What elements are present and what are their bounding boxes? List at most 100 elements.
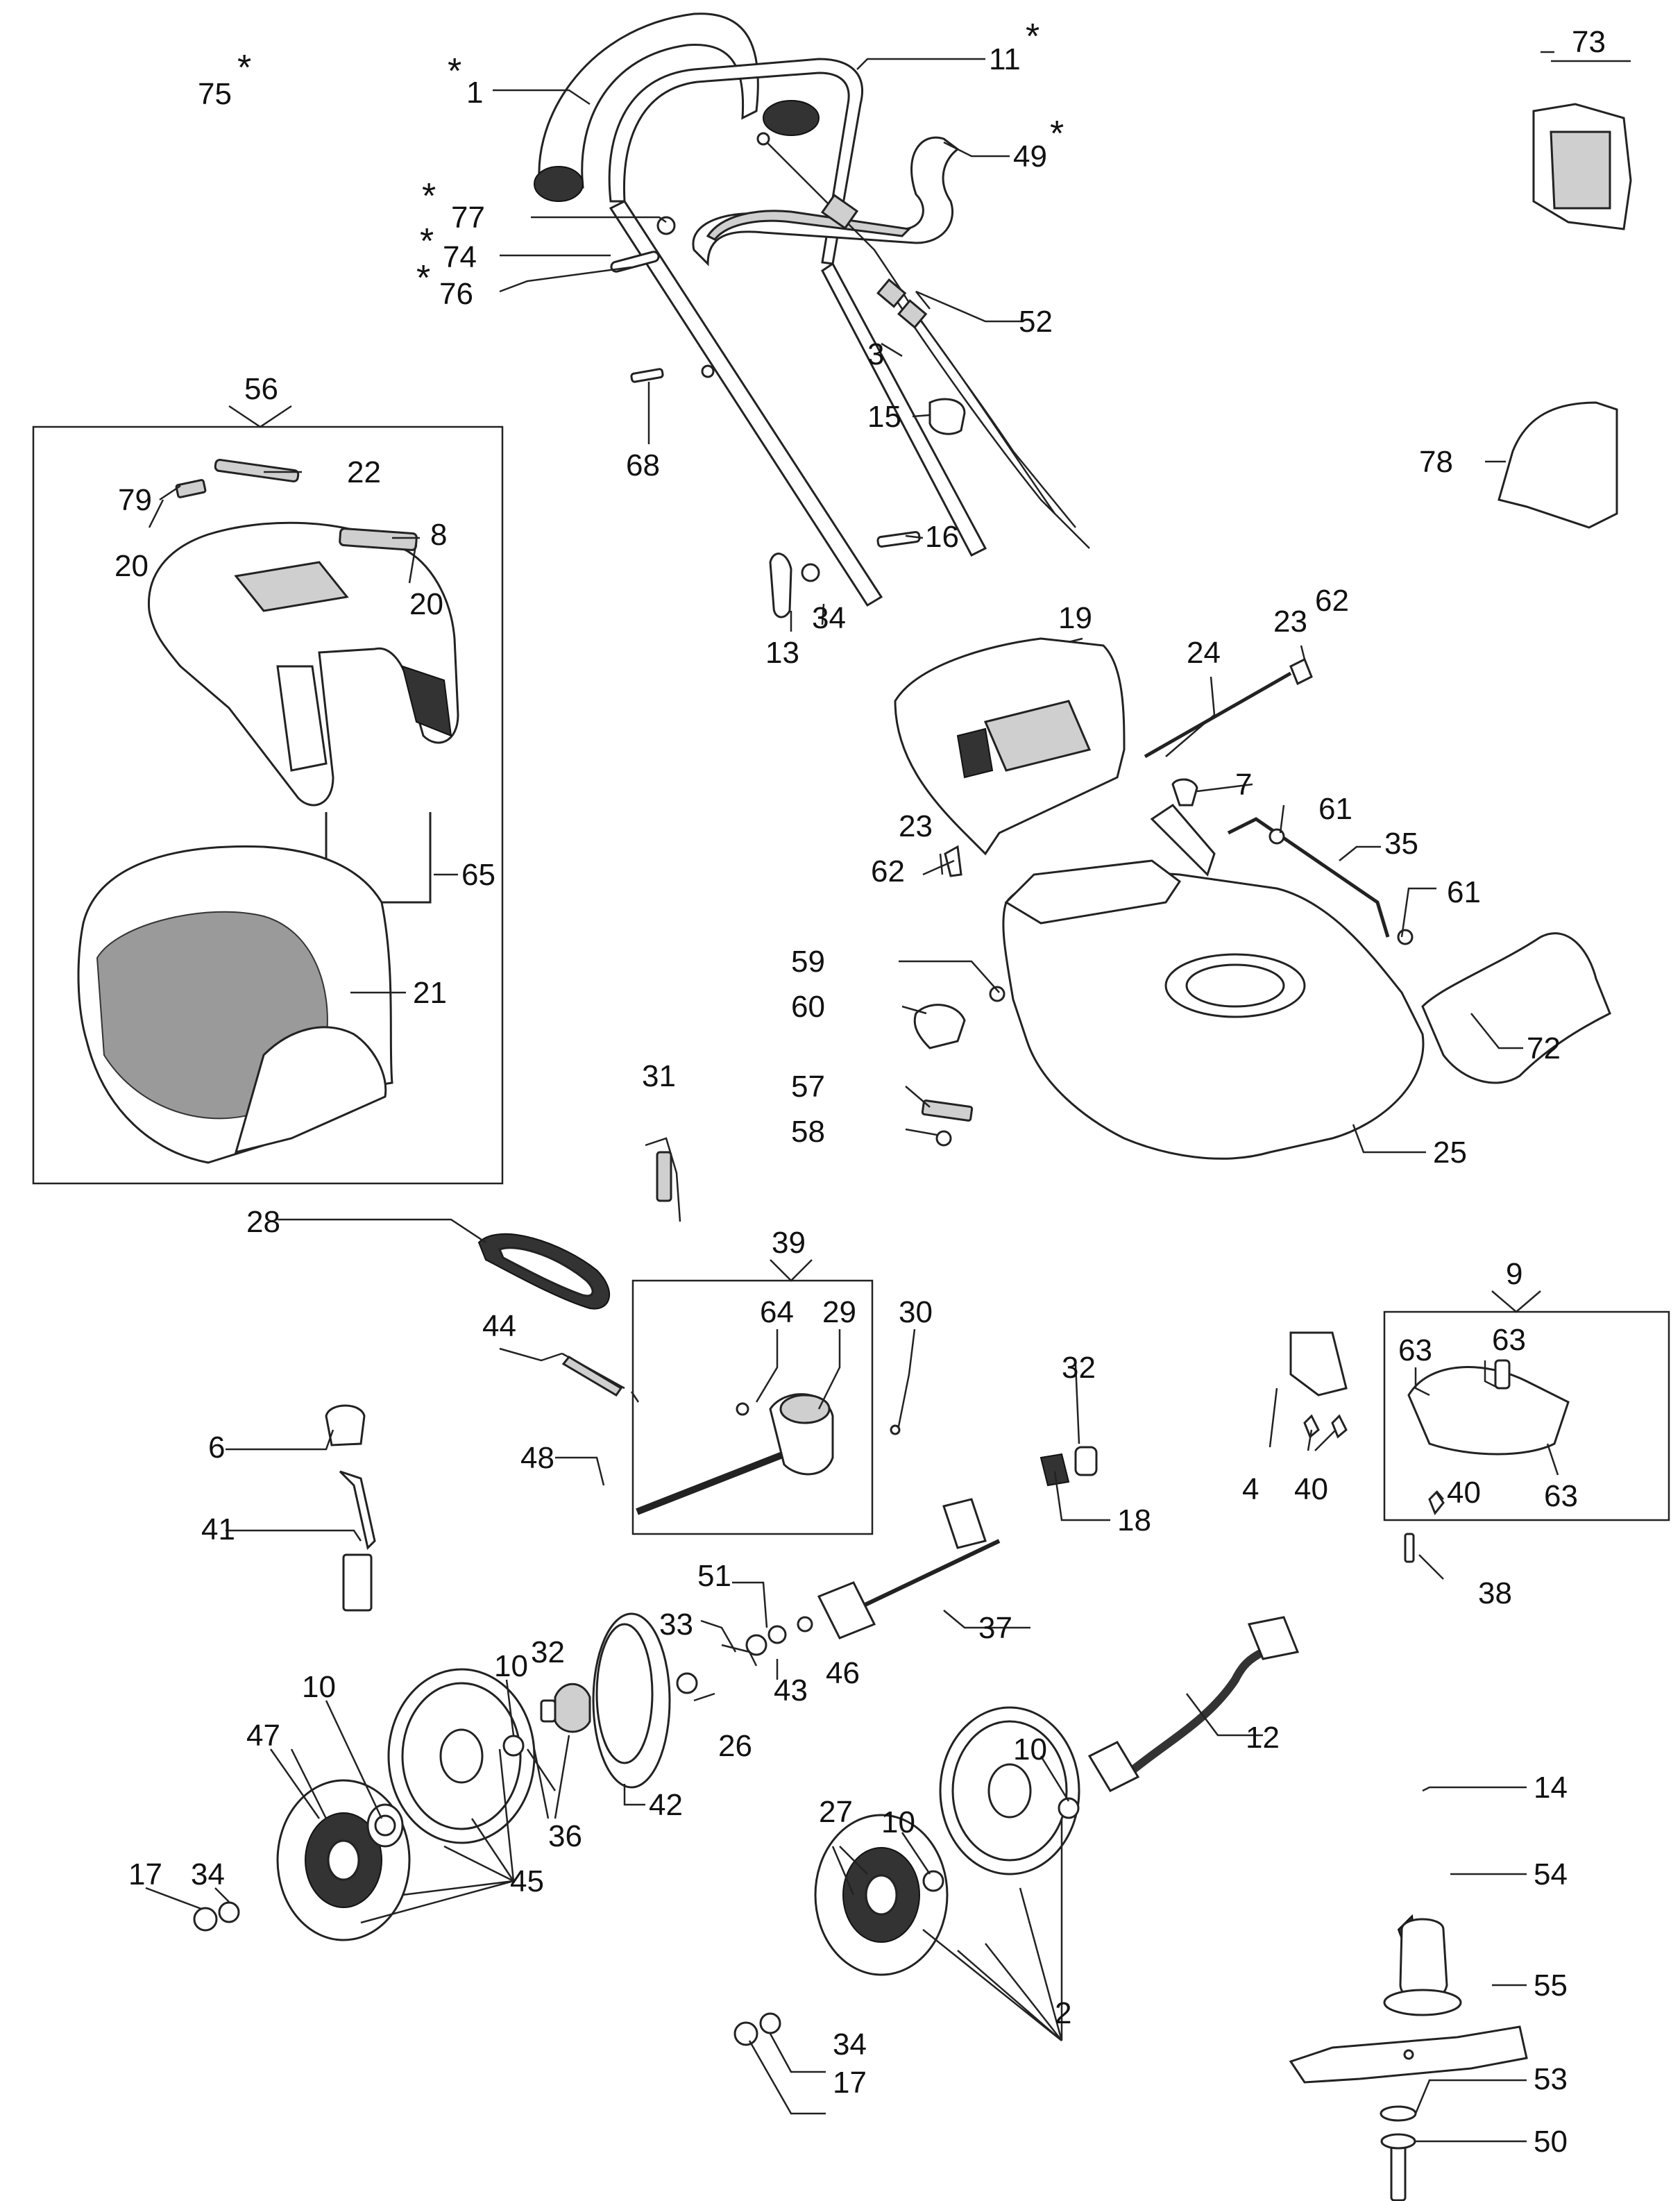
svg-text:6: 6 xyxy=(208,1431,225,1465)
svg-text:*: * xyxy=(448,51,461,92)
callout-30: 30 xyxy=(899,1295,933,1329)
callout-19: 19 xyxy=(1058,601,1092,635)
svg-text:58: 58 xyxy=(791,1115,825,1149)
callout-64: 64 xyxy=(760,1295,794,1329)
control-cables-part xyxy=(756,132,1090,549)
callout-11: 11* xyxy=(989,17,1040,76)
svg-text:79: 79 xyxy=(118,483,152,517)
callout-35: 35 xyxy=(1384,827,1418,861)
svg-text:34: 34 xyxy=(191,1857,225,1891)
svg-text:76: 76 xyxy=(439,277,473,311)
svg-text:36: 36 xyxy=(548,1819,582,1853)
callout-74: *74 xyxy=(420,221,477,274)
svg-text:9: 9 xyxy=(1506,1257,1522,1291)
lower-handle-tube-part xyxy=(609,200,987,607)
callout-63b: 63 xyxy=(1492,1323,1526,1357)
svg-text:31: 31 xyxy=(642,1059,676,1093)
svg-text:41: 41 xyxy=(201,1512,235,1546)
svg-text:19: 19 xyxy=(1058,601,1092,635)
gearbox-part xyxy=(636,1393,901,1515)
blade-adapter-part xyxy=(1383,1914,1462,2016)
callout-26: 26 xyxy=(718,1729,752,1763)
callout-79: 79 xyxy=(118,483,152,517)
svg-text:*: * xyxy=(1050,114,1064,154)
svg-text:17: 17 xyxy=(128,1857,162,1891)
callout-15: 15 xyxy=(867,400,901,434)
callout-14: 14 xyxy=(1534,1771,1568,1805)
svg-text:7: 7 xyxy=(1235,768,1252,802)
callout-29: 29 xyxy=(822,1295,856,1329)
callout-23a: 23 xyxy=(1273,605,1307,639)
svg-text:54: 54 xyxy=(1534,1857,1568,1891)
svg-text:40: 40 xyxy=(1294,1472,1328,1506)
callout-44: 44 xyxy=(482,1309,516,1343)
svg-text:14: 14 xyxy=(1534,1771,1568,1805)
grass-bag-fabric-part xyxy=(77,845,393,1164)
callout-17b: 17 xyxy=(833,2066,867,2100)
svg-text:35: 35 xyxy=(1384,827,1418,861)
callout-21: 21 xyxy=(413,976,447,1010)
callout-33: 33 xyxy=(659,1608,693,1642)
callout-37: 37 xyxy=(978,1611,1012,1645)
svg-text:10: 10 xyxy=(494,1649,528,1683)
svg-text:44: 44 xyxy=(482,1309,516,1343)
callout-56: 56 xyxy=(244,372,278,406)
rear-shield-part xyxy=(1532,103,1632,230)
svg-text:3: 3 xyxy=(867,337,884,371)
callout-34c: 34 xyxy=(833,2027,867,2061)
svg-text:30: 30 xyxy=(899,1295,933,1329)
svg-text:25: 25 xyxy=(1433,1136,1467,1170)
callout-34b: 34 xyxy=(191,1857,225,1891)
svg-text:21: 21 xyxy=(413,976,447,1010)
callout-49: 49* xyxy=(1013,114,1064,174)
svg-text:37: 37 xyxy=(978,1611,1012,1645)
callout-59: 59 xyxy=(791,945,825,979)
svg-text:68: 68 xyxy=(626,448,660,482)
svg-text:20: 20 xyxy=(409,587,443,621)
svg-text:78: 78 xyxy=(1419,445,1453,479)
svg-text:*: * xyxy=(422,176,436,217)
callout-55: 55 xyxy=(1534,1968,1568,2002)
svg-text:16: 16 xyxy=(925,520,959,554)
svg-text:39: 39 xyxy=(772,1226,806,1260)
upper-handle-bar-part xyxy=(608,58,863,265)
svg-text:34: 34 xyxy=(833,2027,867,2061)
group-box-56 xyxy=(32,405,504,1185)
callout-17a: 17 xyxy=(128,1857,162,1891)
group-box-9 xyxy=(1383,1290,1670,1521)
callout-7: 7 xyxy=(1235,768,1252,802)
svg-text:23: 23 xyxy=(899,809,933,843)
svg-text:45: 45 xyxy=(510,1864,544,1898)
callout-73: 73 xyxy=(1572,25,1606,59)
svg-text:38: 38 xyxy=(1478,1576,1512,1610)
svg-text:34: 34 xyxy=(812,601,846,635)
callout-47: 47 xyxy=(246,1719,280,1753)
callout-54: 54 xyxy=(1534,1857,1568,1891)
left-wheel-hub-part xyxy=(276,1779,411,1941)
pulley-and-gear-part xyxy=(540,1612,671,1789)
callout-20b: 20 xyxy=(409,587,443,621)
callout-23b: 23 xyxy=(899,809,933,843)
svg-text:59: 59 xyxy=(791,945,825,979)
callout-68: 68 xyxy=(626,448,660,482)
blade-part xyxy=(1289,2025,1528,2084)
callout-63c: 63 xyxy=(1544,1479,1578,1513)
svg-text:26: 26 xyxy=(718,1729,752,1763)
callout-40b: 40 xyxy=(1447,1476,1481,1510)
callout-10b: 10 xyxy=(494,1649,528,1683)
svg-text:43: 43 xyxy=(774,1673,808,1707)
handle-grip-part xyxy=(534,12,820,202)
callout-22: 22 xyxy=(347,455,381,489)
svg-text:11: 11 xyxy=(989,42,1021,76)
svg-text:52: 52 xyxy=(1019,305,1053,339)
svg-text:23: 23 xyxy=(1273,605,1307,639)
callout-42: 42 xyxy=(649,1788,683,1822)
callout-78: 78 xyxy=(1419,445,1453,479)
side-discharge-part xyxy=(1497,401,1618,529)
svg-text:*: * xyxy=(420,221,434,262)
svg-text:33: 33 xyxy=(659,1608,693,1642)
svg-text:72: 72 xyxy=(1527,1031,1561,1065)
callout-34a: 34 xyxy=(812,601,846,635)
callout-6: 6 xyxy=(208,1431,225,1465)
callout-41: 41 xyxy=(201,1512,235,1546)
